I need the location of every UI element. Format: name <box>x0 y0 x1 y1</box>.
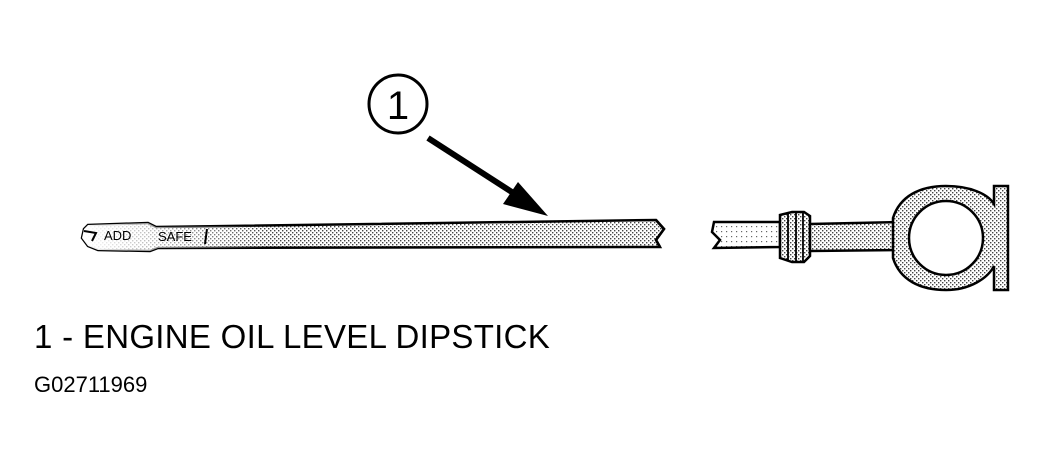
dipstick-shaft <box>80 218 666 253</box>
figure-id: G02711969 <box>34 372 148 397</box>
callout-number: 1 <box>387 84 409 128</box>
figure-caption: 1 - ENGINE OIL LEVEL DIPSTICK <box>34 318 551 355</box>
add-mark-label: ADD <box>104 228 131 243</box>
safe-mark-label: SAFE <box>158 229 192 244</box>
callout-marker: 1 <box>367 73 429 135</box>
dipstick-handle <box>710 184 1010 292</box>
callout-circle <box>367 73 429 135</box>
callout-arrow <box>426 135 548 216</box>
